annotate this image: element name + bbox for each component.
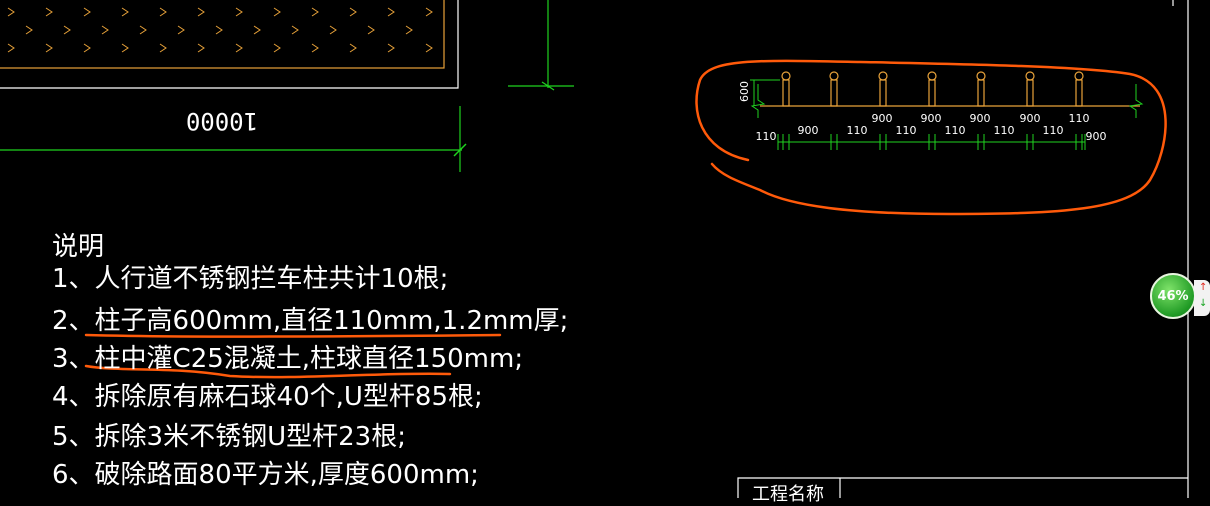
hatch-arrow [425,7,433,17]
hatched-paving-area [0,0,459,89]
hatch-arrow [63,25,71,35]
hatch-arrow [387,43,395,53]
hatch-arrow [425,43,433,53]
hatch-arrow [25,25,33,35]
hatch-arrow [83,7,91,17]
hatch-arrow [235,43,243,53]
bollard-post [977,79,985,107]
bollard-ball [1025,71,1035,81]
zoom-control-panel[interactable] [1194,280,1210,316]
bollard-ball [878,71,888,81]
dimension-label: 900 [921,112,942,125]
dimension-label: 900 [798,124,819,137]
bollard-post [782,79,790,107]
zoom-out-arrow-icon[interactable]: ↓ [1199,298,1208,309]
bollard-ball [976,71,986,81]
bollard-ball [1074,71,1084,81]
bollard-post [879,79,887,107]
highlight-ellipse [695,59,1167,216]
dimension-label: 900 [872,112,893,125]
leader-lines [508,0,574,91]
hatch-arrow [329,25,337,35]
hatch-arrow [159,43,167,53]
bollard-ball [829,71,839,81]
hatch-arrow [197,43,205,53]
zoom-in-arrow-icon[interactable]: ↑ [1199,282,1208,293]
bollard-post [1075,79,1083,107]
dimension-label: 110 [896,124,917,137]
hatch-arrow [45,43,53,53]
dimension-label: 900 [970,112,991,125]
hatch-arrow [121,43,129,53]
dimension-label: 900 [1086,130,1107,143]
note-item-6: 6、破除路面80平方米,厚度600mm; [52,460,479,490]
hatch-arrow [349,7,357,17]
hatch-arrow [273,7,281,17]
dimension-label: 110 [1043,124,1064,137]
note-item-2: 2、柱子高600mm,直径110mm,1.2mm厚; [52,306,569,336]
zoom-indicator-button[interactable]: 46% [1150,273,1196,319]
hatch-arrow [7,43,15,53]
dimension-label: 110 [756,130,777,143]
plan-dimension-text: 10000 [186,107,258,135]
break-line-left [750,84,766,118]
dimension-label: 900 [1020,112,1041,125]
dimension-label: 110 [994,124,1015,137]
dimension-label: 110 [847,124,868,137]
dimension-label: 110 [945,124,966,137]
bollard-ball [781,71,791,81]
underline-note-2 [84,333,502,338]
hatch-arrow [215,25,223,35]
bollard-post [830,79,838,107]
hatch-arrow [101,25,109,35]
height-dim-text: 600 [738,81,751,102]
hatch-arrow [83,43,91,53]
hatch-arrow [177,25,185,35]
hatch-arrow [311,7,319,17]
hatch-arrow [121,7,129,17]
note-item-5: 5、拆除3米不锈钢U型杆23根; [52,422,406,452]
dimension-label: 110 [1069,112,1090,125]
plan-dimension: 10000 [0,106,467,172]
bollard-post [928,79,936,107]
zoom-percent: 46% [1157,288,1189,304]
underline-note-3 [84,364,452,379]
hatch-arrow [235,7,243,17]
hatch-arrow [387,7,395,17]
hatch-arrow [7,7,15,17]
hatch-arrow [197,7,205,17]
hatch-arrow [291,25,299,35]
note-item-4: 4、拆除原有麻石球40个,U型杆85根; [52,382,483,412]
bollard-post [1026,79,1034,107]
note-item-1: 1、人行道不锈钢拦车柱共计10根; [52,264,449,294]
hatch-arrow [349,43,357,53]
bollard-ball [927,71,937,81]
hatch-arrow [311,43,319,53]
hatch-arrow [139,25,147,35]
hatch-arrow [159,7,167,17]
break-line-right [1128,84,1144,118]
hand-annotations [84,59,1167,379]
hatch-arrow [253,25,261,35]
hatch-arrow [367,25,375,35]
hatch-arrow [273,43,281,53]
drawing-frame [737,0,1189,498]
hatch-arrow [45,7,53,17]
hatch-arrow [405,25,413,35]
notes-title: 说明 [52,232,105,262]
note-item-3: 3、柱中灌C25混凝土,柱球直径150mm; [52,344,524,374]
title-block-project-name-label: 工程名称 [752,484,824,505]
